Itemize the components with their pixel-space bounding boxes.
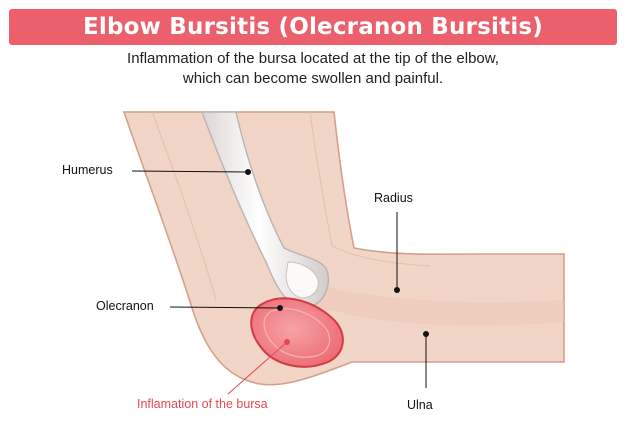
forearm-bone: [316, 286, 564, 326]
bursa-pointer-line: [227, 341, 288, 395]
humerus-pointer-line: [131, 170, 249, 173]
label-olecranon: Olecranon: [96, 299, 154, 313]
title-bar: Elbow Bursitis (Olecranon Bursitis): [9, 9, 617, 45]
label-radius: Radius: [374, 191, 413, 205]
radius-pointer-dot: [394, 287, 400, 293]
olecranon-pointer-dot: [277, 305, 283, 311]
page-title: Elbow Bursitis (Olecranon Bursitis): [82, 14, 543, 40]
label-ulna: Ulna: [407, 398, 433, 412]
subtitle-line-1: Inflammation of the bursa located at the…: [127, 50, 499, 67]
skin-fold-line: [151, 111, 217, 301]
skin-fold-line: [309, 111, 431, 267]
humerus-bone: [200, 111, 330, 308]
label-humerus: Humerus: [62, 163, 113, 177]
humerus-condyle: [285, 261, 319, 299]
olecranon-pointer-line: [169, 306, 281, 309]
subtitle: Inflammation of the bursa located at the…: [0, 49, 626, 89]
subtitle-line-2: which can become swollen and painful.: [182, 70, 444, 87]
humerus-pointer-dot: [245, 169, 251, 175]
ulna-pointer-dot: [423, 331, 429, 337]
inflamed-bursa: [250, 297, 344, 368]
bursa-pointer-dot: [284, 339, 290, 345]
arm-skin: [122, 111, 565, 386]
label-inflamed-bursa: Inflamation of the bursa: [137, 397, 268, 411]
bursa-inner-outline: [263, 308, 331, 358]
